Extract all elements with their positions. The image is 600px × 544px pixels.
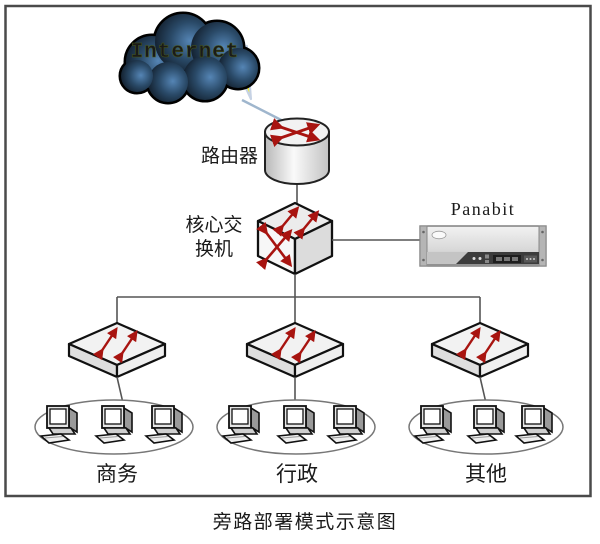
core-switch-label-line1: 核心交 xyxy=(185,214,242,236)
switch-to-lan-lines xyxy=(116,376,487,404)
internet-label: Internet xyxy=(131,41,240,64)
distribution-bus-lines xyxy=(116,274,481,324)
lan-group-admin: 行政 xyxy=(216,399,376,486)
internet-cloud-icon: Internet xyxy=(118,11,261,105)
router-label: 路由器 xyxy=(201,145,258,167)
core-switch-label-line2: 换机 xyxy=(195,238,233,260)
lan-label-admin: 行政 xyxy=(276,463,318,486)
lan-label-business: 商务 xyxy=(96,463,138,486)
diagram-caption: 旁路部署模式示意图 xyxy=(213,511,398,533)
panabit-label: Panabit xyxy=(451,199,516,219)
lan-label-other: 其他 xyxy=(465,463,507,486)
lan-group-business: 商务 xyxy=(34,399,194,486)
lan-group-other: 其他 xyxy=(408,399,564,486)
core-switch-icon xyxy=(256,201,334,276)
router-icon xyxy=(264,117,330,185)
panabit-appliance-icon xyxy=(419,225,547,267)
